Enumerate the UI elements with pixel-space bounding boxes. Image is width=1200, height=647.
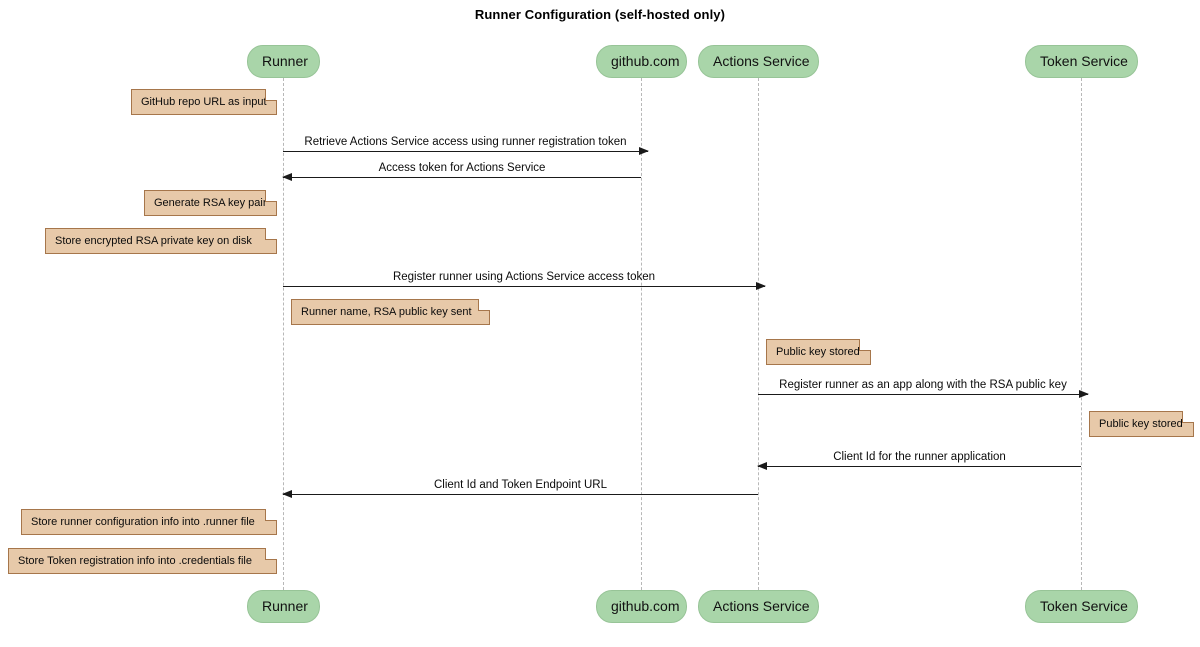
arrowhead-icon <box>1079 390 1089 398</box>
note-3-text: Store encrypted RSA private key on disk <box>55 235 252 247</box>
note-5-text: Public key stored <box>776 346 860 358</box>
arrowhead-icon <box>757 462 767 470</box>
msg-1-arrow <box>283 147 649 155</box>
participant-token-header[interactable]: Token Service <box>1025 45 1138 78</box>
participant-runner-footer[interactable]: Runner <box>247 590 320 623</box>
note-fold-corner-icon <box>265 190 277 202</box>
participant-actions-header[interactable]: Actions Service <box>698 45 819 78</box>
msg-6-label: Client Id and Token Endpoint URL <box>433 479 608 491</box>
participant-token-footer[interactable]: Token Service <box>1025 590 1138 623</box>
participant-actions-footer[interactable]: Actions Service <box>698 590 819 623</box>
msg-2-label: Access token for Actions Service <box>378 162 546 174</box>
note-7: Store runner configuration info into .ru… <box>21 509 277 536</box>
note-2-text: Generate RSA key pair <box>154 197 267 209</box>
msg-3-label: Register runner using Actions Service ac… <box>392 271 656 283</box>
note-1-text: GitHub repo URL as input <box>141 96 267 108</box>
msg-2-arrow <box>282 173 641 181</box>
arrowhead-icon <box>282 490 292 498</box>
note-fold-corner-icon <box>265 228 277 240</box>
lifeline-github <box>641 78 643 590</box>
participant-runner-header[interactable]: Runner <box>247 45 320 78</box>
note-3: Store encrypted RSA private key on disk <box>45 228 277 255</box>
note-fold-corner-icon <box>1182 411 1194 423</box>
note-fold-corner-icon <box>265 509 277 521</box>
msg-5-label: Client Id for the runner application <box>833 451 1006 463</box>
note-1: GitHub repo URL as input <box>131 89 277 116</box>
note-fold-corner-icon <box>265 548 277 560</box>
participant-github-footer[interactable]: github.com <box>596 590 687 623</box>
note-6-text: Public key stored <box>1099 418 1183 430</box>
lifeline-runner <box>283 78 285 590</box>
note-6: Public key stored <box>1089 411 1194 438</box>
msg-4-arrow <box>758 390 1089 398</box>
page-title: Runner Configuration (self-hosted only) <box>474 7 726 22</box>
note-fold-corner-icon <box>478 299 490 311</box>
note-7-text: Store runner configuration info into .ru… <box>31 516 255 528</box>
msg-5-arrow <box>757 462 1081 470</box>
arrowhead-icon <box>639 147 649 155</box>
msg-6-arrow <box>282 490 758 498</box>
note-5: Public key stored <box>766 339 871 366</box>
note-2: Generate RSA key pair <box>144 190 277 217</box>
lifeline-token <box>1081 78 1083 590</box>
arrowhead-icon <box>282 173 292 181</box>
participant-github-header[interactable]: github.com <box>596 45 687 78</box>
arrowhead-icon <box>756 282 766 290</box>
msg-3-arrow <box>283 282 766 290</box>
note-4-text: Runner name, RSA public key sent <box>301 306 472 318</box>
note-fold-corner-icon <box>265 89 277 101</box>
msg-4-label: Register runner as an app along with the… <box>779 379 1067 391</box>
note-fold-corner-icon <box>859 339 871 351</box>
lifeline-actions <box>758 78 760 590</box>
note-8-text: Store Token registration info into .cred… <box>18 555 252 567</box>
msg-1-label: Retrieve Actions Service access using ru… <box>304 136 627 148</box>
note-4: Runner name, RSA public key sent <box>291 299 490 326</box>
note-8: Store Token registration info into .cred… <box>8 548 277 575</box>
